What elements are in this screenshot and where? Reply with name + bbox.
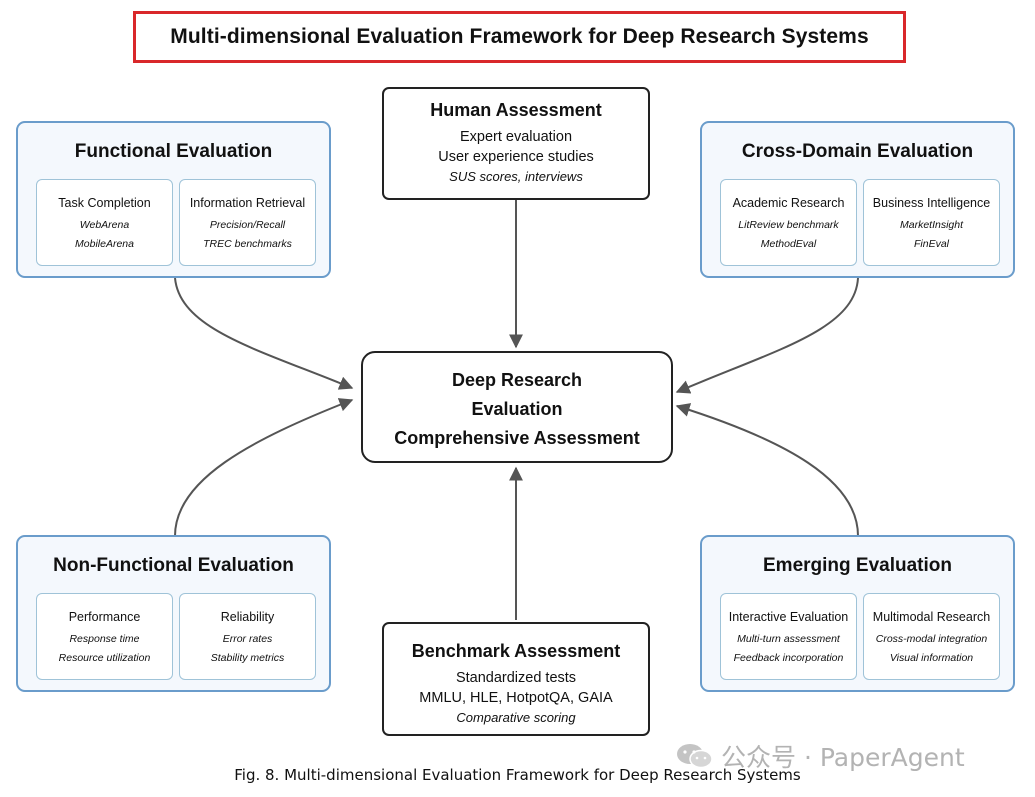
box-line: Standardized tests bbox=[455, 670, 577, 686]
card-item: Feedback incorporation bbox=[733, 652, 844, 664]
card-title: Reliability bbox=[220, 610, 275, 624]
arrow-crossdomain-to-center bbox=[675, 277, 859, 394]
card-title: Interactive Evaluation bbox=[728, 610, 849, 624]
wechat-icon bbox=[677, 744, 713, 769]
card-title: Multimodal Research bbox=[872, 610, 991, 624]
watermark-text: 公众号 · PaperAgent bbox=[721, 743, 965, 772]
card-item: LitReview benchmark bbox=[738, 219, 839, 231]
card-item: MethodEval bbox=[760, 238, 817, 250]
box-line: Expert evaluation bbox=[459, 129, 573, 145]
card-item: Multi-turn assessment bbox=[737, 633, 840, 645]
box-italic-line: SUS scores, interviews bbox=[449, 169, 583, 184]
card-item: Response time bbox=[69, 633, 140, 645]
panel-title: Emerging Evaluation bbox=[763, 555, 952, 576]
card-academic-research: Academic Research LitReview benchmark Me… bbox=[720, 179, 857, 266]
card-reliability: Reliability Error rates Stability metric… bbox=[179, 593, 316, 680]
emerging-evaluation-panel: Emerging Evaluation Interactive Evaluati… bbox=[700, 535, 1015, 692]
card-item: FinEval bbox=[913, 238, 949, 250]
arrow-nonfunctional-to-center bbox=[174, 398, 354, 537]
card-item: Precision/Recall bbox=[209, 219, 286, 231]
card-title: Task Completion bbox=[58, 196, 151, 210]
box-title: Benchmark Assessment bbox=[411, 641, 621, 661]
human-assessment-box: Human Assessment Expert evaluation User … bbox=[382, 87, 650, 200]
box-line: User experience studies bbox=[438, 149, 594, 165]
card-performance: Performance Response time Resource utili… bbox=[36, 593, 173, 680]
box-line: MMLU, HLE, HotpotQA, GAIA bbox=[419, 690, 613, 706]
card-multimodal-research: Multimodal Research Cross-modal integrat… bbox=[863, 593, 1000, 680]
card-item: MarketInsight bbox=[899, 219, 964, 231]
figure-caption: Fig. 8. Multi-dimensional Evaluation Fra… bbox=[234, 766, 801, 784]
panel-title: Functional Evaluation bbox=[74, 141, 273, 162]
arrow-functional-to-center bbox=[174, 277, 354, 390]
card-title: Academic Research bbox=[732, 196, 845, 210]
benchmark-assessment-box: Benchmark Assessment Standardized tests … bbox=[382, 622, 650, 736]
watermark: 公众号 · PaperAgent bbox=[675, 738, 965, 774]
card-business-intelligence: Business Intelligence MarketInsight FinE… bbox=[863, 179, 1000, 266]
card-item: Stability metrics bbox=[210, 652, 285, 664]
deep-research-evaluation-center: Deep Research Evaluation Comprehensive A… bbox=[361, 351, 673, 463]
functional-evaluation-panel: Functional Evaluation Task Completion We… bbox=[16, 121, 331, 278]
diagram-title: Multi-dimensional Evaluation Framework f… bbox=[133, 11, 906, 63]
center-line: Evaluation bbox=[471, 399, 563, 419]
box-italic-line: Comparative scoring bbox=[456, 710, 576, 725]
box-title: Human Assessment bbox=[430, 100, 602, 120]
card-item: TREC benchmarks bbox=[203, 238, 292, 250]
card-item: Error rates bbox=[222, 633, 273, 645]
card-title: Performance bbox=[68, 610, 141, 624]
card-title: Business Intelligence bbox=[872, 196, 991, 210]
arrow-emerging-to-center bbox=[675, 403, 859, 537]
card-item: Visual information bbox=[889, 652, 974, 664]
card-interactive-evaluation: Interactive Evaluation Multi-turn assess… bbox=[720, 593, 857, 680]
panel-title: Cross-Domain Evaluation bbox=[741, 141, 974, 162]
cross-domain-evaluation-panel: Cross-Domain Evaluation Academic Researc… bbox=[700, 121, 1015, 278]
card-item: Resource utilization bbox=[58, 652, 151, 664]
card-title: Information Retrieval bbox=[189, 196, 306, 210]
non-functional-evaluation-panel: Non-Functional Evaluation Performance Re… bbox=[16, 535, 331, 692]
card-information-retrieval: Information Retrieval Precision/Recall T… bbox=[179, 179, 316, 266]
center-line: Deep Research bbox=[451, 370, 583, 390]
card-item: WebArena bbox=[79, 219, 130, 231]
card-item: Cross-modal integration bbox=[875, 633, 988, 645]
card-item: MobileArena bbox=[75, 238, 134, 250]
panel-title: Non-Functional Evaluation bbox=[53, 555, 294, 576]
center-line: Comprehensive Assessment bbox=[394, 428, 640, 448]
card-task-completion: Task Completion WebArena MobileArena bbox=[36, 179, 173, 266]
